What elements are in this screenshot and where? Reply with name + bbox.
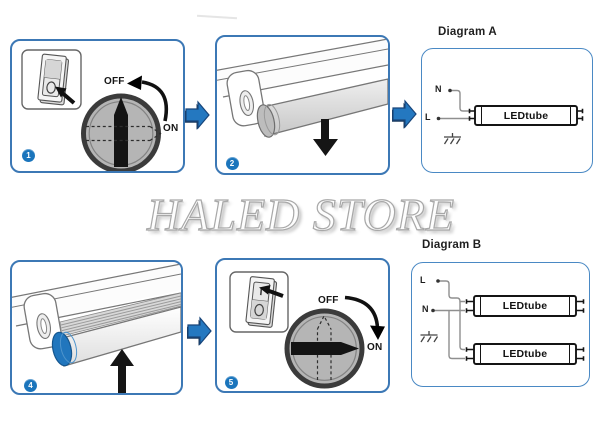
live-terminal-dot xyxy=(436,116,441,121)
switch-off-mark xyxy=(254,303,264,317)
neutral-label: N xyxy=(435,84,442,94)
neutral-terminal-dot xyxy=(431,308,435,313)
remove-tube-down-arrow-icon xyxy=(313,119,338,156)
diagram-a-title: Diagram A xyxy=(438,26,497,38)
diagram-b-title: Diagram B xyxy=(422,239,482,251)
insert-tube-up-arrow-icon xyxy=(110,349,134,393)
neutral-label: N xyxy=(422,304,429,314)
step-number-badge: 5 xyxy=(224,376,238,389)
dial-pointer-on xyxy=(291,342,359,355)
circuit-wires xyxy=(433,280,465,360)
step-5-illustration xyxy=(229,271,385,389)
on-label: ON xyxy=(367,342,383,353)
diagram-a-panel: N L LEDtube xyxy=(421,48,593,173)
step-number-badge: 4 xyxy=(24,379,37,392)
live-label: L xyxy=(425,112,431,122)
next-step-arrow-icon xyxy=(185,100,210,130)
earth-ground-icon xyxy=(443,133,461,145)
next-step-arrow-icon xyxy=(187,316,212,346)
step-number-badge: 1 xyxy=(22,149,35,162)
dial-pointer-ghost-off xyxy=(316,314,332,380)
ledtube-box xyxy=(468,105,584,126)
diagram-a-circuit xyxy=(436,88,584,145)
step-5-panel: OFF ON 5 xyxy=(215,258,390,393)
led-tube xyxy=(51,306,181,367)
step-2-panel: 2 xyxy=(215,35,390,175)
tube-pins xyxy=(465,347,585,361)
fluorescent-tube xyxy=(256,78,388,138)
diagram-b-circuit xyxy=(420,279,585,365)
rotary-dial-on-icon xyxy=(284,308,365,389)
step-4-illustration xyxy=(12,263,181,393)
step-number-badge: 2 xyxy=(225,157,239,170)
led-tube-blue-end-cap xyxy=(51,331,73,367)
ledtube-label: LEDtube xyxy=(503,109,549,122)
tube-end-cap xyxy=(256,104,276,138)
earth-ground-icon xyxy=(420,331,439,343)
next-step-arrow-icon xyxy=(392,99,417,129)
live-label: L xyxy=(420,275,426,285)
diagram-b-panel: L N LEDtube LEDtube xyxy=(411,262,590,387)
neutral-terminal-dot xyxy=(448,88,452,93)
lamp-holder xyxy=(23,292,63,350)
ledtube-box-top xyxy=(465,295,585,317)
scan-artifact-line xyxy=(196,14,238,20)
switch-off-mark xyxy=(46,81,56,94)
on-label: ON xyxy=(163,123,179,134)
rocker-switch-icon xyxy=(21,49,82,110)
step-4-panel: 4 xyxy=(10,260,183,395)
step-2-illustration xyxy=(217,38,388,156)
off-label: OFF xyxy=(104,76,125,87)
lamp-holder xyxy=(226,69,266,127)
store-watermark: HALED STORE xyxy=(146,188,455,240)
rotate-to-on-arrow-icon xyxy=(344,295,385,340)
fixture-stripes xyxy=(59,292,181,337)
rotary-dial-off-icon xyxy=(81,93,162,171)
off-label: OFF xyxy=(318,295,339,306)
step-1-illustration xyxy=(21,49,168,171)
circuit-wires xyxy=(438,89,469,120)
dial-pointer-off xyxy=(114,97,128,167)
ledtube-box-bottom xyxy=(465,343,585,365)
live-terminal-dot xyxy=(436,279,440,283)
ledtube-label-bottom: LEDtube xyxy=(502,348,548,360)
rocker-switch-icon xyxy=(229,271,289,333)
dial-pointer-ghost-on xyxy=(86,125,162,142)
tube-pins xyxy=(465,299,585,313)
rotate-to-off-arrow-icon xyxy=(127,75,168,122)
ledtube-label-top: LEDtube xyxy=(502,300,548,312)
step-1-panel: OFF ON 1 xyxy=(10,39,185,173)
tube-pins xyxy=(468,108,584,121)
